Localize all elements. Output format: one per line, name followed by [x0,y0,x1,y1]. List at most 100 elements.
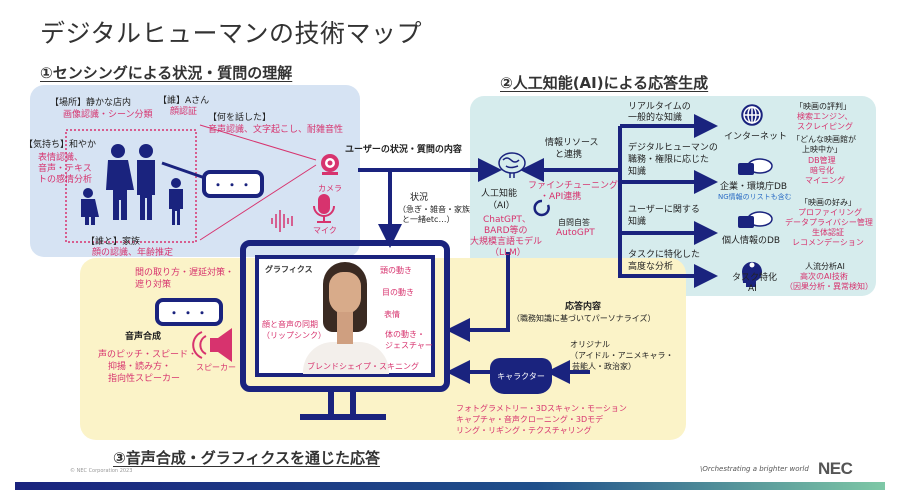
situation-label: 状況 [410,193,429,203]
character-node: キャラクター [490,358,552,394]
tts-label: 音声合成 [125,332,162,342]
eye-motion: 目の動き [382,288,414,297]
branch-1-tech-2: スクレイピング [797,122,853,131]
response-speech-bubble: ・・・ [155,298,223,326]
body-motion-2: ジェスチャー [385,341,433,350]
branch-2-tech-2: 暗号化 [810,166,834,175]
mood-tech-3: トの感情分析 [38,175,93,185]
resource-label-2: と連携 [555,150,583,160]
branch-3-tech-1: プロファイリング [798,208,862,217]
sound-wave-icon [271,210,293,232]
branch-4-tech-2: （因果分析・異常検知） [785,282,873,291]
branch-3-tech-3: 生体認証 [812,228,844,237]
family-pictogram [81,144,183,225]
tts-tech-2: 抑揚・読み方・ [108,362,172,372]
speaker-icon [192,328,232,362]
camera-view-line-lower [199,164,317,241]
branch-2-example: 「どんな映画館が [792,135,856,144]
char-tech-1: フォトグラメトリー・3Dスキャン・モーション [456,404,627,413]
ai-label-1: 人工知能 [481,189,518,199]
place-tech: 画像認識・シーン分類 [63,110,153,120]
ai-label-2: （AI） [488,201,515,211]
branch-1-tech-1: 検索エンジン、 [797,112,853,121]
char-tech-2: キャプチャ・音声クローニング・3Dモデ [456,415,604,424]
branch-2-note: NG情報のリストも含む [718,193,792,201]
head-motion: 頭の動き [380,266,412,275]
who-tech: 顔認証 [170,107,198,117]
tts-tech-1: 声のピッチ・スピード・ [98,350,198,360]
lipsync-1: 顔と音声の同期 [262,320,318,329]
branch-2-tech-1: DB管理 [808,156,836,165]
ai-head-icon [741,261,762,287]
tagline: \Orchestrating a brighter world [700,465,809,473]
branch-2-knowledge-2: 職務・権限に応じた [628,155,710,165]
expression: 表情 [384,310,400,319]
page-title: デジタルヒューマンの技術マップ [40,19,423,48]
ai-heading: ②人工知能(AI)による応答生成 [500,74,709,92]
globe-icon [741,104,763,126]
branch-3-knowledge-1: ユーザーに関する [628,205,700,215]
llm-3: 大規模言語モデル [470,237,543,247]
branch-3-tech-2: データプライバシー管理 [785,218,873,227]
branch-3-example: 「映画の好み」 [800,198,856,207]
situation-detail-2: と一緒etc…） [402,215,455,224]
resource-label-1: 情報リソース [545,138,599,148]
branch-4-knowledge-1: タスクに特化した [628,250,701,260]
content-label: 応答内容 [565,302,602,312]
timing-1: 間の取り方・遅延対策・ [135,268,235,278]
branch-1-target: インターネット [724,132,788,142]
with-tech: 顔の認識、年齢推定 [92,248,174,258]
finetune-1: ファインチューニング [528,181,619,191]
content-detail: （職務知識に基づいてパーソナライズ） [512,314,656,323]
what-label: 【何を話した】 [208,113,272,123]
monitor-frame [240,240,450,392]
branch-1-knowledge-1: リアルタイムの [628,102,691,112]
what-tech: 音声認識、文字起こし、耐雑音性 [208,125,344,135]
timing-2: 遮り対策 [135,280,172,290]
loop-arrow-icon [533,199,550,217]
branch-3-target: 個人情報のDB [722,236,781,246]
body-motion-1: 体の動き・ [385,330,425,339]
llm-4: （LLM） [490,248,526,258]
camera-view-line-upper [199,124,317,161]
mood-label: 【気持ち】和やか [24,140,97,150]
monitor-stand-neck-2 [350,392,356,416]
copyright: © NEC Corporation 2023 [70,468,133,474]
sensing-panel [30,85,360,257]
branch-4-example: 人流分析AI [805,262,845,271]
response-heading: ③音声合成・グラフィクスを通じた応答 [113,449,380,467]
input-label: ユーザーの状況・質問の内容 [345,145,462,155]
branch-1-example: 「映画の評判」 [795,102,851,111]
tts-tech-3: 指向性スピーカー [108,374,181,384]
camera-label: カメラ [318,184,342,193]
cloud-database-icon-2 [738,211,773,228]
branch-4-knowledge-2: 高度な分析 [628,262,674,272]
microphone-icon [313,194,335,223]
graphics-label: グラフィクス [265,265,313,274]
footer-bar [15,482,885,490]
branch-2-knowledge-1: デジタルヒューマンの [628,143,718,153]
brain-icon [498,152,526,178]
place-label: 【場所】静かな店内 [50,98,132,108]
cloud-database-icon [738,158,773,175]
original-3: 芸能人・政治家） [572,362,636,371]
auto-2: AutoGPT [556,228,595,238]
branch-4-target: タスク特化 [732,273,778,283]
mic-label: マイク [313,226,337,235]
speech-pointer [161,161,206,180]
branch-3-knowledge-2: 知識 [628,217,647,227]
user-speech-bubble: ・・・ [202,170,264,198]
situation-detail-1: （急ぎ・雑音・家族 [398,205,470,214]
lipsync-2: （リップシンク） [262,331,326,340]
llm-2: BARD等の [484,226,528,236]
branch-4-target-2: AI [748,284,757,294]
finetune-2: ・API連携 [540,192,582,202]
blend-label: ブレンドシェイプ・スキニング [307,362,419,371]
monitor-stand-base [300,414,386,420]
branch-2-example-2: 上映中か」 [802,145,842,154]
branch-2-knowledge-3: 知識 [628,167,647,177]
mood-tech-2: 音声・テキス [38,164,92,174]
nec-logo: NEC [818,459,853,478]
char-tech-3: リング・リギング・テクスチャリング [456,426,592,435]
